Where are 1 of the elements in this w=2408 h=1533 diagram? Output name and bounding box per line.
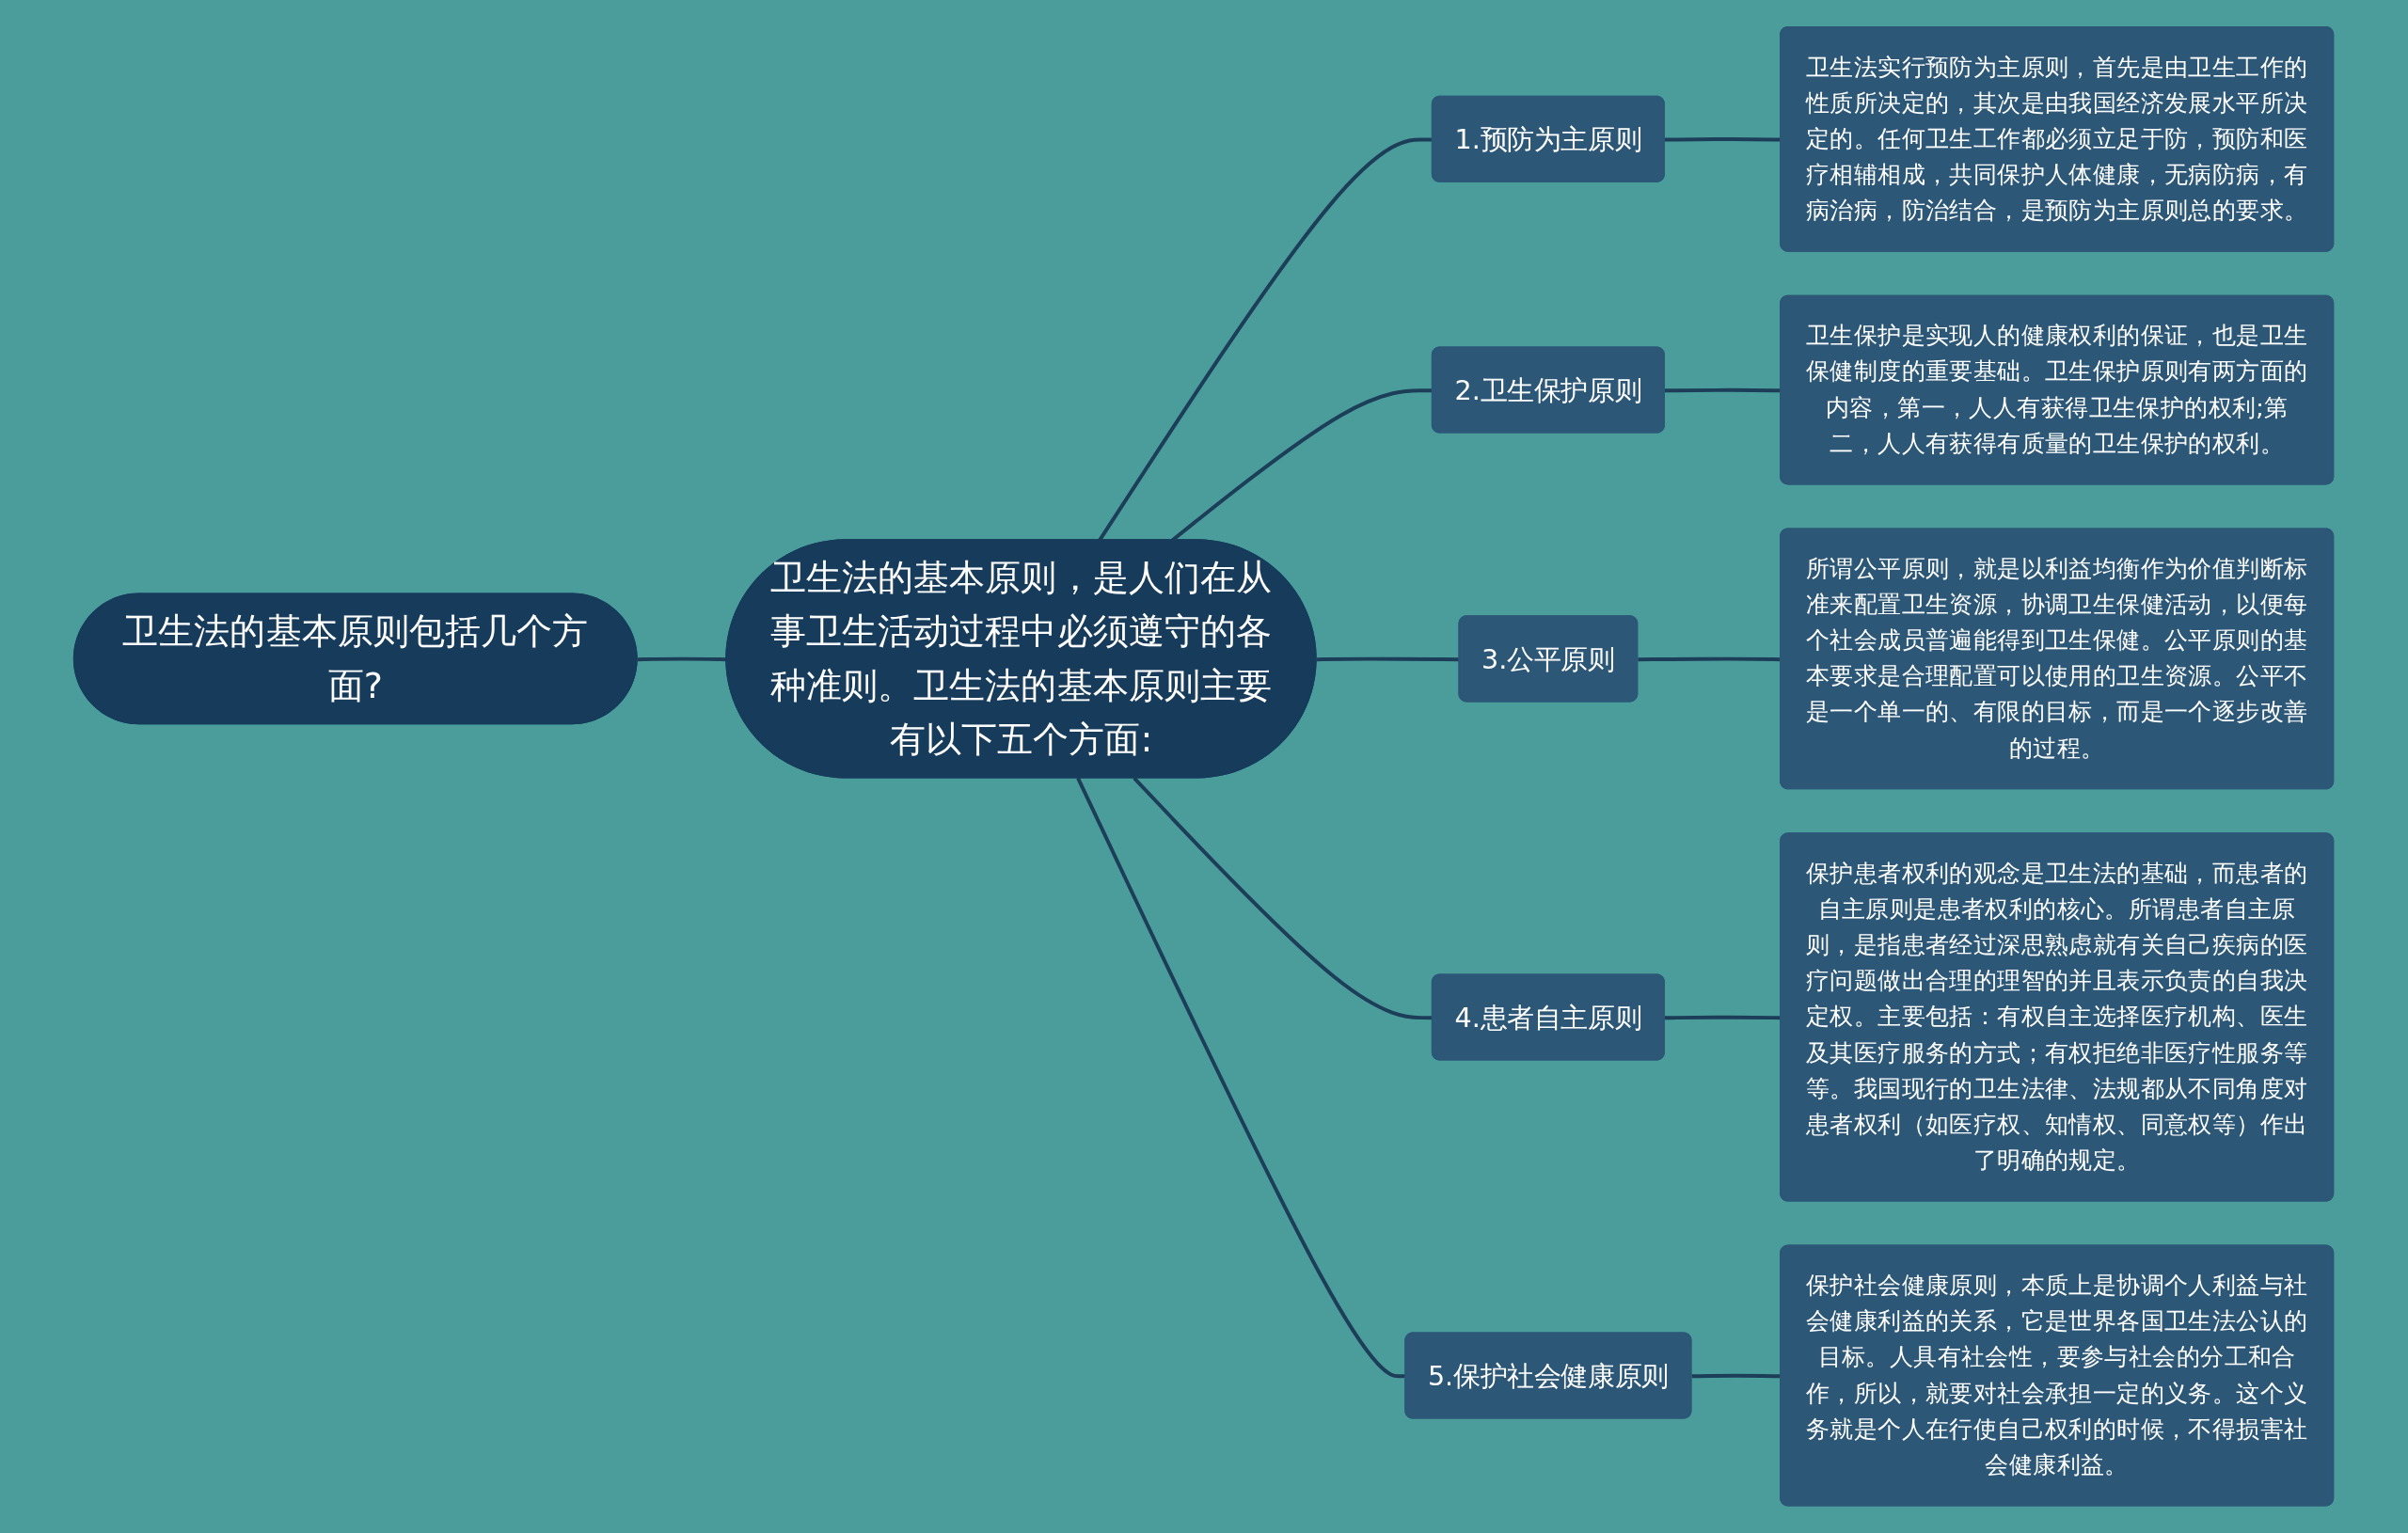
connector — [1133, 777, 1434, 1020]
